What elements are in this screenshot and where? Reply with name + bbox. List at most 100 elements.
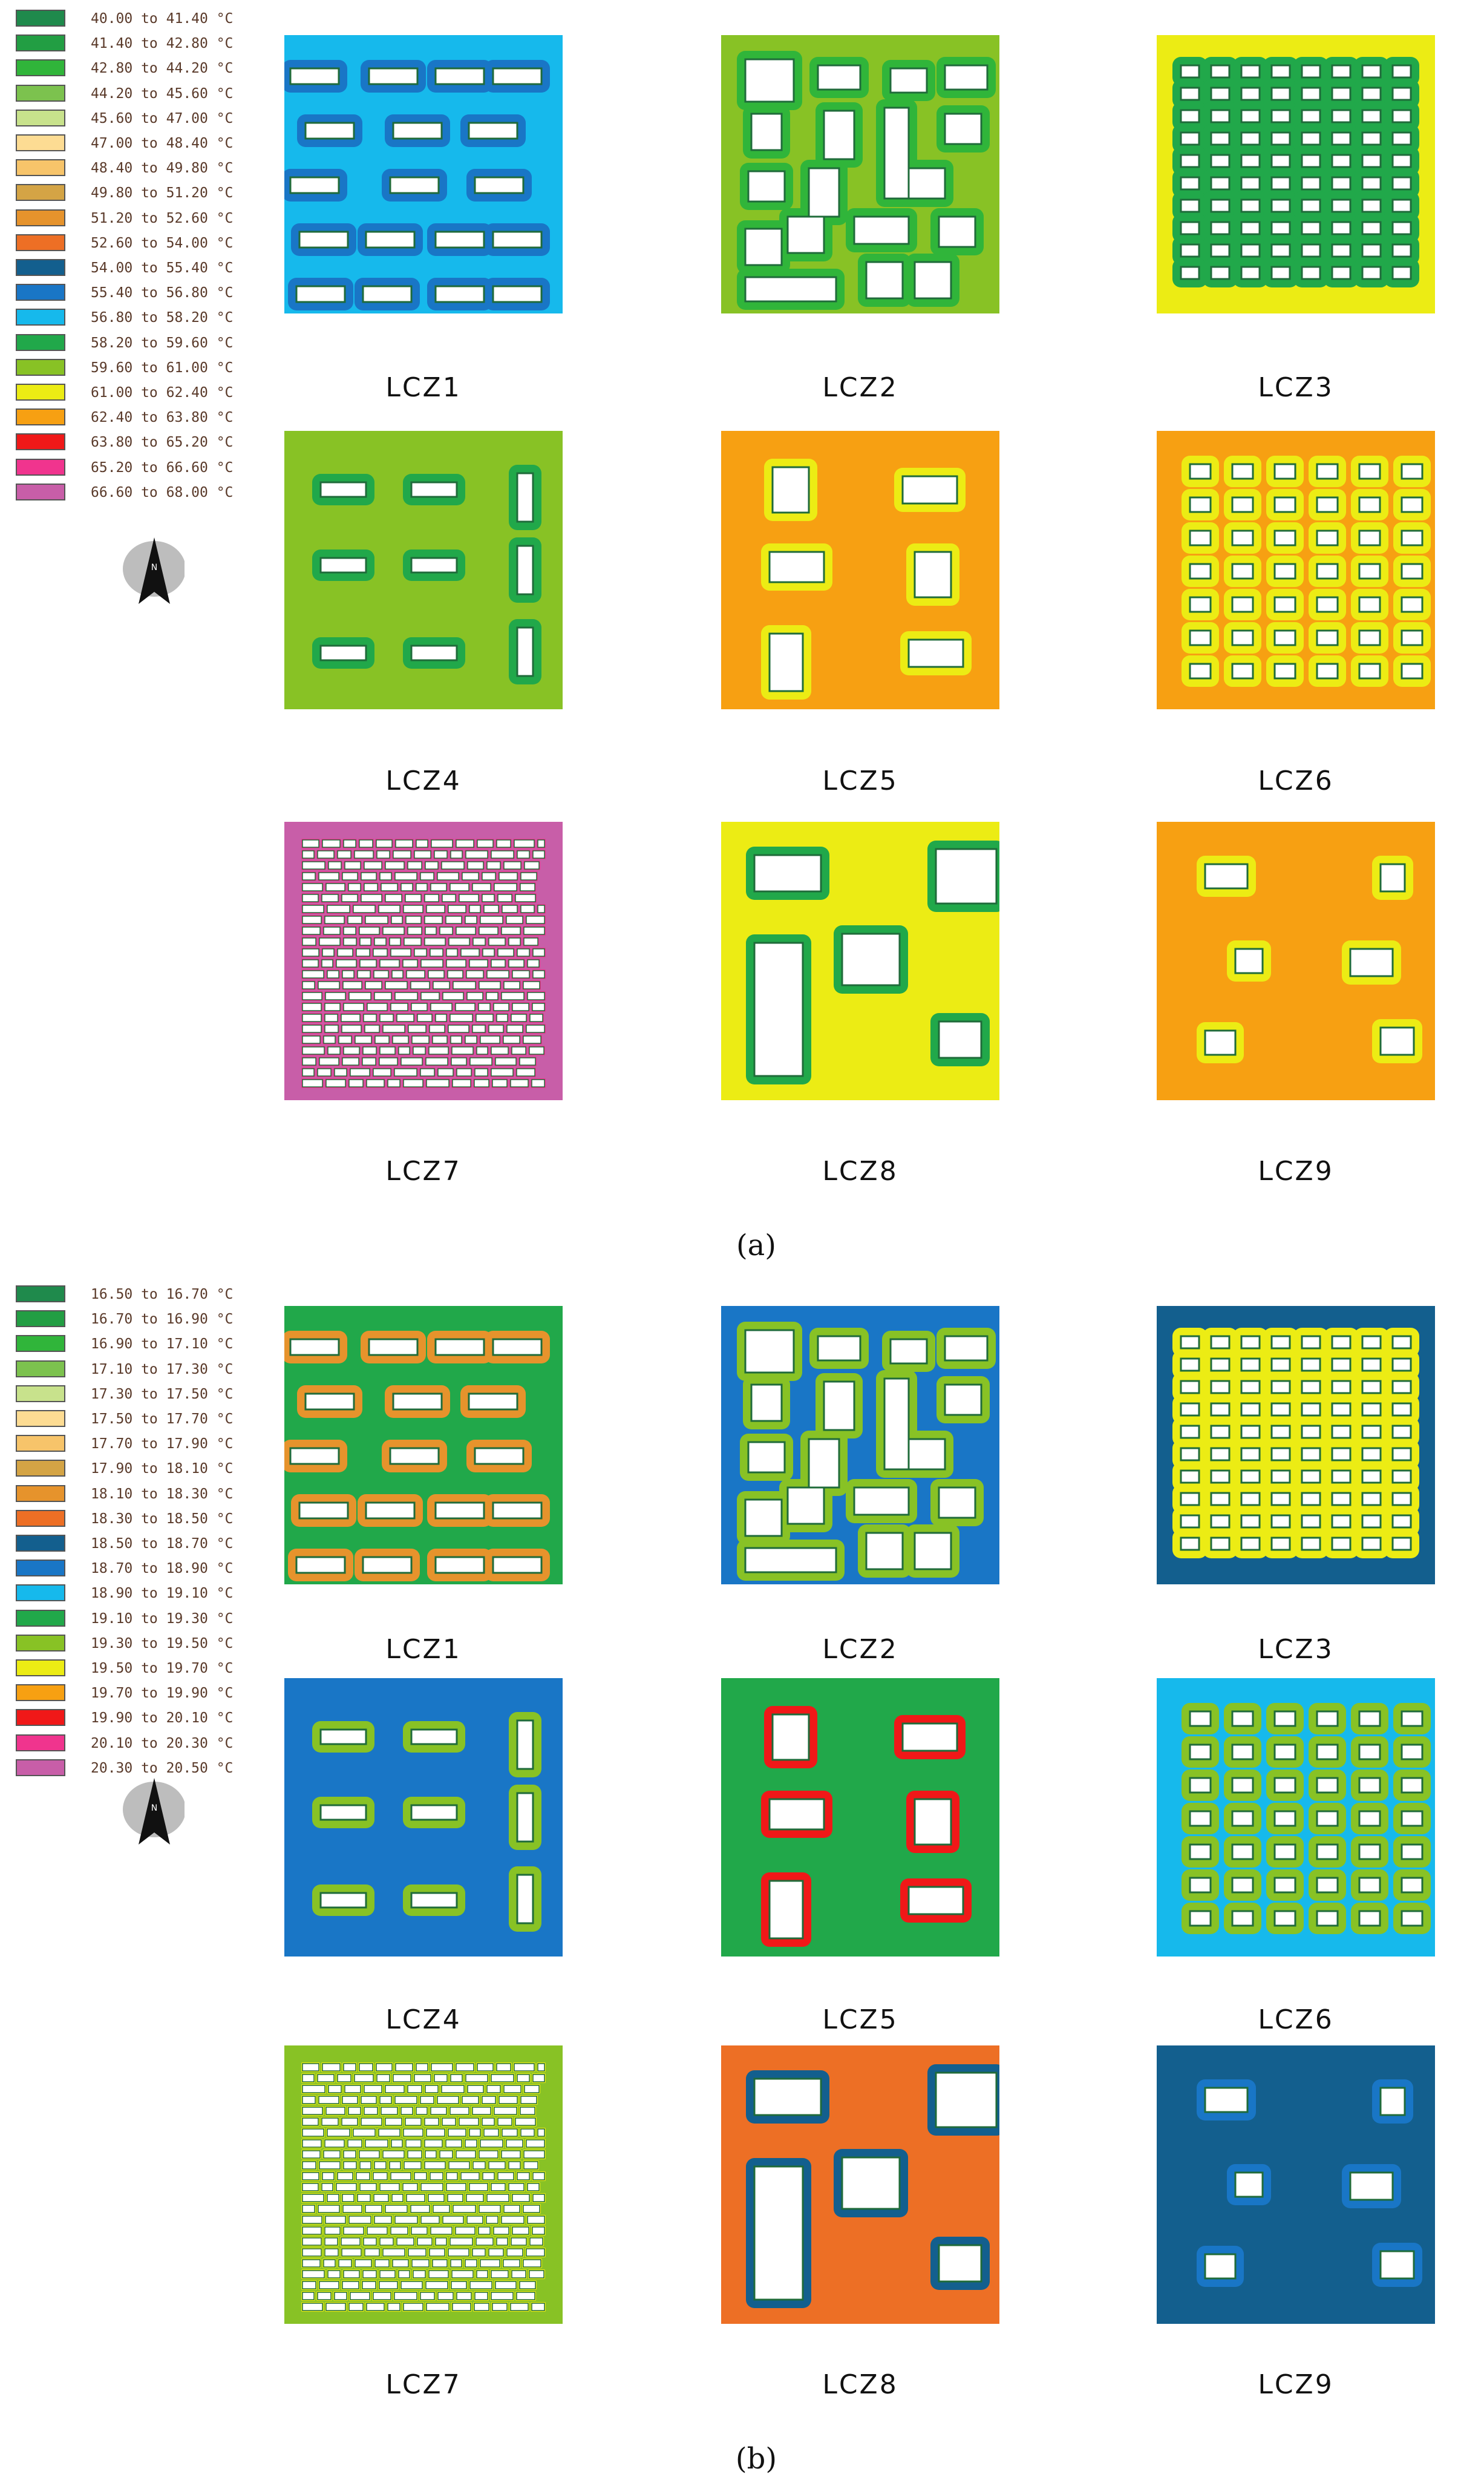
building (405, 894, 422, 902)
building (431, 2063, 453, 2071)
building (302, 927, 321, 935)
building (523, 2161, 538, 2170)
building (321, 2117, 339, 2126)
building (486, 2085, 501, 2093)
building (465, 2074, 488, 2082)
building (449, 1014, 473, 1022)
building (456, 927, 476, 935)
building (1273, 629, 1296, 646)
building (1391, 198, 1412, 213)
building (434, 1501, 485, 1520)
legend-item: 51.20 to 52.60 °C (12, 207, 254, 231)
building (390, 2226, 408, 2235)
legend-item: 58.20 to 59.60 °C (12, 332, 254, 356)
building (516, 1874, 534, 1924)
building (753, 854, 822, 893)
building (302, 2216, 322, 2224)
building (416, 2063, 428, 2071)
building (1331, 243, 1352, 258)
building (1240, 154, 1261, 168)
building (407, 927, 422, 935)
building (322, 839, 341, 848)
building (517, 948, 530, 957)
building (359, 2183, 377, 2191)
building (385, 2117, 402, 2126)
legend-swatch (16, 1435, 65, 1452)
building (321, 894, 339, 902)
building (1361, 154, 1382, 168)
building (476, 1014, 494, 1022)
legend-item: 62.40 to 63.80 °C (12, 406, 254, 430)
building (302, 2150, 321, 2159)
building (405, 2117, 422, 2126)
building (494, 883, 517, 891)
building (425, 2085, 439, 2093)
legend-item: 66.60 to 68.00 °C (12, 481, 254, 505)
building (441, 2085, 465, 2093)
building (302, 2226, 322, 2235)
building (519, 1057, 536, 1066)
legend-label: 16.70 to 16.90 °C (91, 1311, 234, 1328)
building (508, 2183, 525, 2191)
building (502, 2128, 518, 2137)
building (445, 916, 462, 924)
building (367, 2226, 388, 2235)
building (508, 937, 521, 946)
building (456, 2150, 476, 2159)
building (1316, 1910, 1339, 1927)
building (323, 2150, 341, 2159)
legend-item: 44.20 to 45.60 °C (12, 82, 254, 107)
building (488, 2248, 504, 2257)
building (1391, 221, 1412, 235)
building (398, 2270, 410, 2278)
building (479, 2205, 501, 2213)
building (496, 2063, 511, 2071)
building (1331, 87, 1352, 101)
building (466, 2194, 484, 2202)
building (302, 959, 319, 968)
building (498, 2096, 518, 2104)
building (492, 1556, 543, 1574)
building (527, 959, 540, 968)
building (744, 1498, 783, 1537)
legend-item: 19.50 to 19.70 °C (12, 1657, 254, 1681)
building (302, 2194, 324, 2202)
building (1273, 1777, 1296, 1794)
building (1331, 221, 1352, 235)
legend-label: 17.90 to 18.10 °C (91, 1461, 234, 1477)
building (1231, 1910, 1254, 1927)
building (398, 1046, 410, 1055)
building (744, 1547, 837, 1573)
building (510, 1079, 529, 1087)
building (523, 937, 538, 946)
building (353, 2128, 376, 2137)
building (1270, 87, 1291, 101)
building (1361, 1514, 1382, 1529)
building (1234, 948, 1264, 974)
building (1361, 1380, 1382, 1394)
building (356, 948, 370, 957)
legend-swatch (16, 1310, 65, 1328)
building (411, 1035, 430, 1044)
building (453, 2205, 476, 2213)
building (374, 2259, 390, 2268)
building (362, 1046, 377, 1055)
building (493, 2226, 509, 2235)
building (496, 1014, 508, 1022)
building (1331, 1447, 1352, 1461)
building (373, 2194, 389, 2202)
legend-swatch (16, 1759, 65, 1776)
building (1270, 109, 1291, 123)
building (1231, 1743, 1254, 1760)
building (1358, 463, 1381, 480)
building (1240, 1492, 1261, 1506)
building (302, 970, 324, 979)
legend-label: 59.60 to 61.00 °C (91, 359, 234, 376)
building (492, 2303, 508, 2311)
building (356, 2172, 370, 2180)
legend-item: 55.40 to 56.80 °C (12, 281, 254, 306)
building (465, 2259, 477, 2268)
legend-item: 42.80 to 44.20 °C (12, 57, 254, 81)
building (391, 970, 404, 979)
building (1231, 1810, 1254, 1827)
